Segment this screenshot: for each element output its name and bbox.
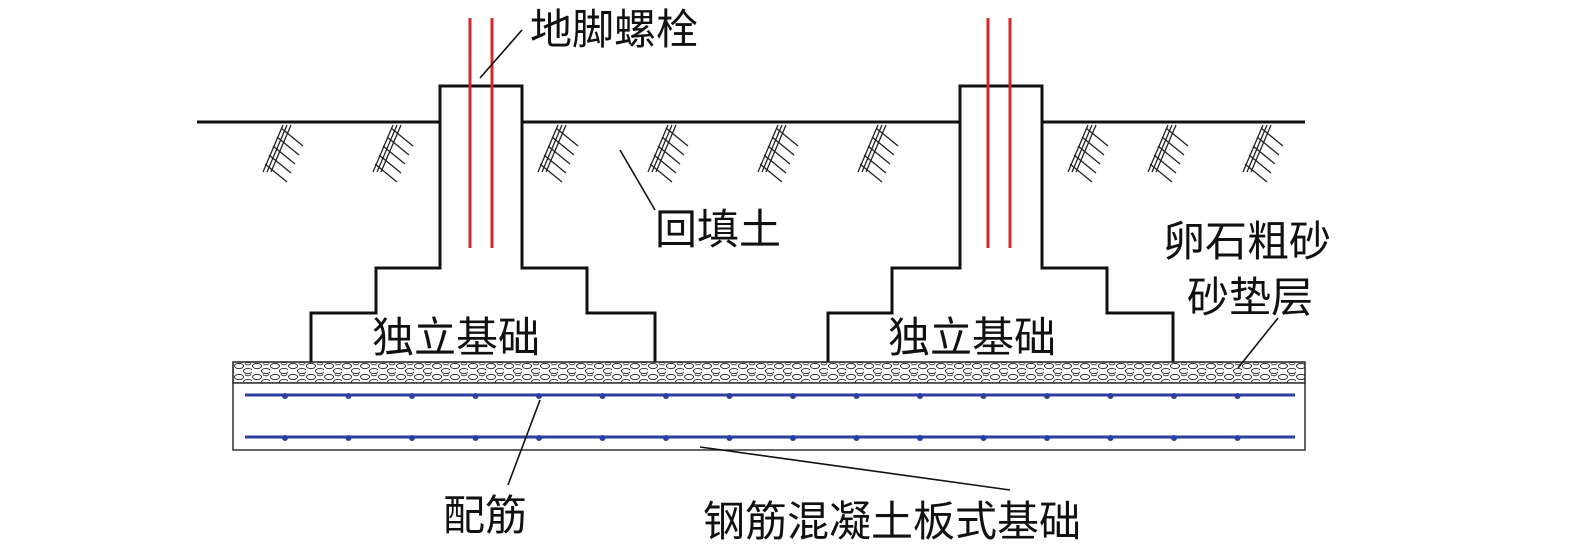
rebar-dot (726, 435, 733, 441)
rebar-dot (980, 393, 987, 399)
isolated-footing-left (309, 84, 657, 362)
rebar-dot (409, 393, 415, 399)
rebar-dot (790, 393, 796, 399)
rebar-dot (599, 435, 606, 441)
rebar-dot (282, 435, 288, 441)
soil-hatch (262, 124, 304, 183)
rebar-dot (980, 435, 987, 441)
rebar-dot (853, 435, 860, 441)
label-raft: 钢筋混凝土板式基础 (703, 497, 1081, 546)
rebar-dot (599, 393, 606, 399)
rebar-dot (917, 393, 923, 399)
rebar-dot (1234, 393, 1241, 399)
soil-hatch-marks (262, 124, 1284, 183)
soil-hatch (537, 124, 579, 183)
label-anchor-bolt: 地脚螺栓 (530, 5, 698, 54)
rebar-dot (536, 393, 542, 399)
rebar-dot (1107, 393, 1114, 399)
rebar-dots (282, 393, 1241, 441)
rebar-dot (345, 393, 352, 399)
rebar-dot (1171, 435, 1177, 441)
label-footing-right: 独立基础 (888, 313, 1056, 362)
soil-hatch (1242, 124, 1284, 183)
soil-hatch (757, 124, 799, 183)
soil-hatch (647, 124, 689, 183)
rebar-dot (853, 393, 860, 399)
label-gravel-line2: 砂垫层 (1187, 273, 1313, 322)
rebar-dot (1234, 435, 1241, 441)
rebar-dot (663, 393, 669, 399)
rebar-dot (726, 393, 733, 399)
rebar-dot (472, 393, 479, 399)
rebar-dot (345, 435, 352, 441)
leader-backfill (619, 149, 656, 211)
rebar-dot (1107, 435, 1114, 441)
rebar-dot (536, 435, 542, 441)
rebar-dot (282, 393, 288, 399)
soil-hatch (1147, 124, 1189, 183)
raft-slab (232, 382, 1306, 451)
isolated-footing-right (826, 84, 1175, 362)
rebar-dot (663, 435, 669, 441)
soil-hatch (857, 124, 899, 183)
rebar-dot (1044, 435, 1050, 441)
rebar-dot (790, 435, 796, 441)
label-gravel-line1: 卵石粗砂 (1163, 217, 1331, 266)
label-rebar: 配筋 (443, 491, 527, 540)
rebar-dot (472, 435, 479, 441)
rebar-dot (1171, 393, 1177, 399)
anchor-bolts (468, 18, 1012, 248)
label-backfill: 回填土 (655, 205, 781, 254)
leader-raft (699, 446, 1011, 491)
soil-hatch (372, 124, 414, 183)
leader-anchor-bolt (479, 29, 523, 79)
gravel-sand-cushion (232, 361, 1306, 384)
leader-rebar (507, 399, 541, 486)
soil-hatch (1067, 124, 1109, 183)
leader-gravel (1237, 317, 1279, 369)
rebar-dot (917, 435, 923, 441)
rebar-dot (409, 435, 415, 441)
rebar-dot (1044, 393, 1050, 399)
label-footing-left: 独立基础 (372, 313, 540, 362)
